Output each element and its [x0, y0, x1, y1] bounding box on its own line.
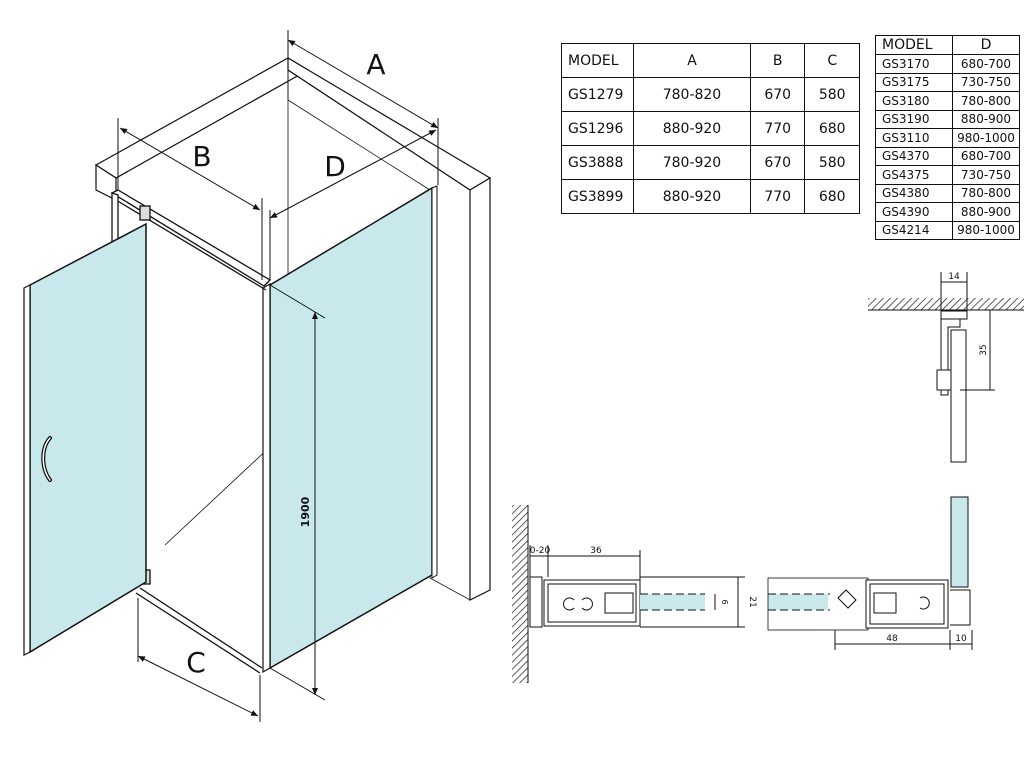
dimension-lines — [117, 30, 439, 722]
table-cell: 680-700 — [952, 54, 1020, 74]
table-cell: GS4214 — [875, 220, 953, 240]
table-cell: 670 — [749, 77, 806, 112]
corner-profile-detail — [767, 496, 973, 650]
table-row: GS4380 780-800 — [875, 183, 1020, 203]
table-cell: 580 — [804, 145, 860, 180]
table-cell: GS3190 — [875, 109, 953, 129]
header-cell: C — [804, 43, 860, 78]
wall-profile-detail — [512, 505, 745, 683]
dim-d-label: D — [324, 150, 346, 183]
table-cell: 780-820 — [633, 77, 751, 112]
table-cell: 880-900 — [952, 202, 1020, 222]
table-cell: 880-920 — [633, 179, 751, 214]
table-cell: 780-800 — [952, 91, 1020, 111]
table-row: GS1296 880-920 770 680 — [561, 111, 860, 146]
table-row: GS4370 680-700 — [875, 146, 1020, 166]
wall-depth-label: 36 — [590, 546, 602, 556]
table-cell: GS3175 — [875, 72, 953, 92]
header-cell: MODEL — [561, 43, 634, 78]
table-row: GS3110 980-1000 — [875, 128, 1020, 148]
table-cell: GS4390 — [875, 202, 953, 222]
height-label: 1900 — [299, 496, 312, 527]
table-cell: 780-920 — [633, 145, 751, 180]
table-cell: GS4370 — [875, 146, 953, 166]
corner-depth-label: 48 — [886, 634, 898, 644]
table-cell: GS3180 — [875, 91, 953, 111]
glass-thickness-label: 6 — [720, 599, 729, 604]
table-cell: 880-920 — [633, 111, 751, 146]
table-cell: 580 — [804, 77, 860, 112]
table-row: GS4390 880-900 — [875, 202, 1020, 222]
table-header-row: MODEL D — [875, 35, 1020, 55]
table-cell: 770 — [749, 179, 806, 214]
wall-gap-label: 0-20 — [530, 546, 551, 556]
table-cell: GS1279 — [561, 77, 634, 112]
table-cell: 730-750 — [952, 72, 1020, 92]
dim-a-label: A — [366, 48, 385, 81]
table-row: GS3170 680-700 — [875, 54, 1020, 74]
table-cell: 980-1000 — [952, 220, 1020, 240]
table-cell: GS4380 — [875, 183, 953, 203]
table-cell: 680 — [804, 111, 860, 146]
dim-c-label: C — [186, 646, 206, 679]
header-cell: MODEL — [875, 35, 953, 55]
table-row: GS3175 730-750 — [875, 72, 1020, 92]
table-cell: 980-1000 — [952, 128, 1020, 148]
fixed-side-panel — [262, 185, 438, 674]
table-cell: GS3899 — [561, 179, 634, 214]
table-row: GS3899 880-920 770 680 — [561, 179, 860, 214]
table-row: GS3180 780-800 — [875, 91, 1020, 111]
table-cell: 680-700 — [952, 146, 1020, 166]
profile-height-label: 21 — [747, 596, 757, 607]
table-cell: 880-900 — [952, 109, 1020, 129]
table-cell: GS4375 — [875, 165, 953, 185]
table-cell: 770 — [749, 111, 806, 146]
table-cell: GS3888 — [561, 145, 634, 180]
header-cell: D — [952, 35, 1020, 55]
table-cell: GS3170 — [875, 54, 953, 74]
table-cell: 780-800 — [952, 183, 1020, 203]
top-height-label: 35 — [979, 344, 989, 355]
table-cell: 670 — [749, 145, 806, 180]
dimensions-table-abc: MODEL A B C GS1279 780-820 670 580 GS129… — [561, 43, 860, 214]
header-cell: B — [749, 43, 806, 78]
table-cell: GS3110 — [875, 128, 953, 148]
dim-b-label: B — [192, 140, 211, 173]
dimensions-table-d: MODEL D GS3170 680-700 GS3175 730-750 GS… — [875, 35, 1020, 240]
top-profile-detail — [868, 272, 1024, 463]
table-cell: 680 — [804, 179, 860, 214]
table-cell: GS1296 — [561, 111, 634, 146]
table-header-row: MODEL A B C — [561, 43, 860, 78]
corner-width-label: 10 — [955, 634, 967, 644]
door-panel — [23, 222, 147, 656]
top-width-label: 14 — [948, 272, 960, 282]
table-row: GS4375 730-750 — [875, 165, 1020, 185]
table-cell: 730-750 — [952, 165, 1020, 185]
header-cell: A — [633, 43, 751, 78]
table-row: GS3190 880-900 — [875, 109, 1020, 129]
table-row: GS3888 780-920 670 580 — [561, 145, 860, 180]
table-row: GS4214 980-1000 — [875, 220, 1020, 240]
table-row: GS1279 780-820 670 580 — [561, 77, 860, 112]
